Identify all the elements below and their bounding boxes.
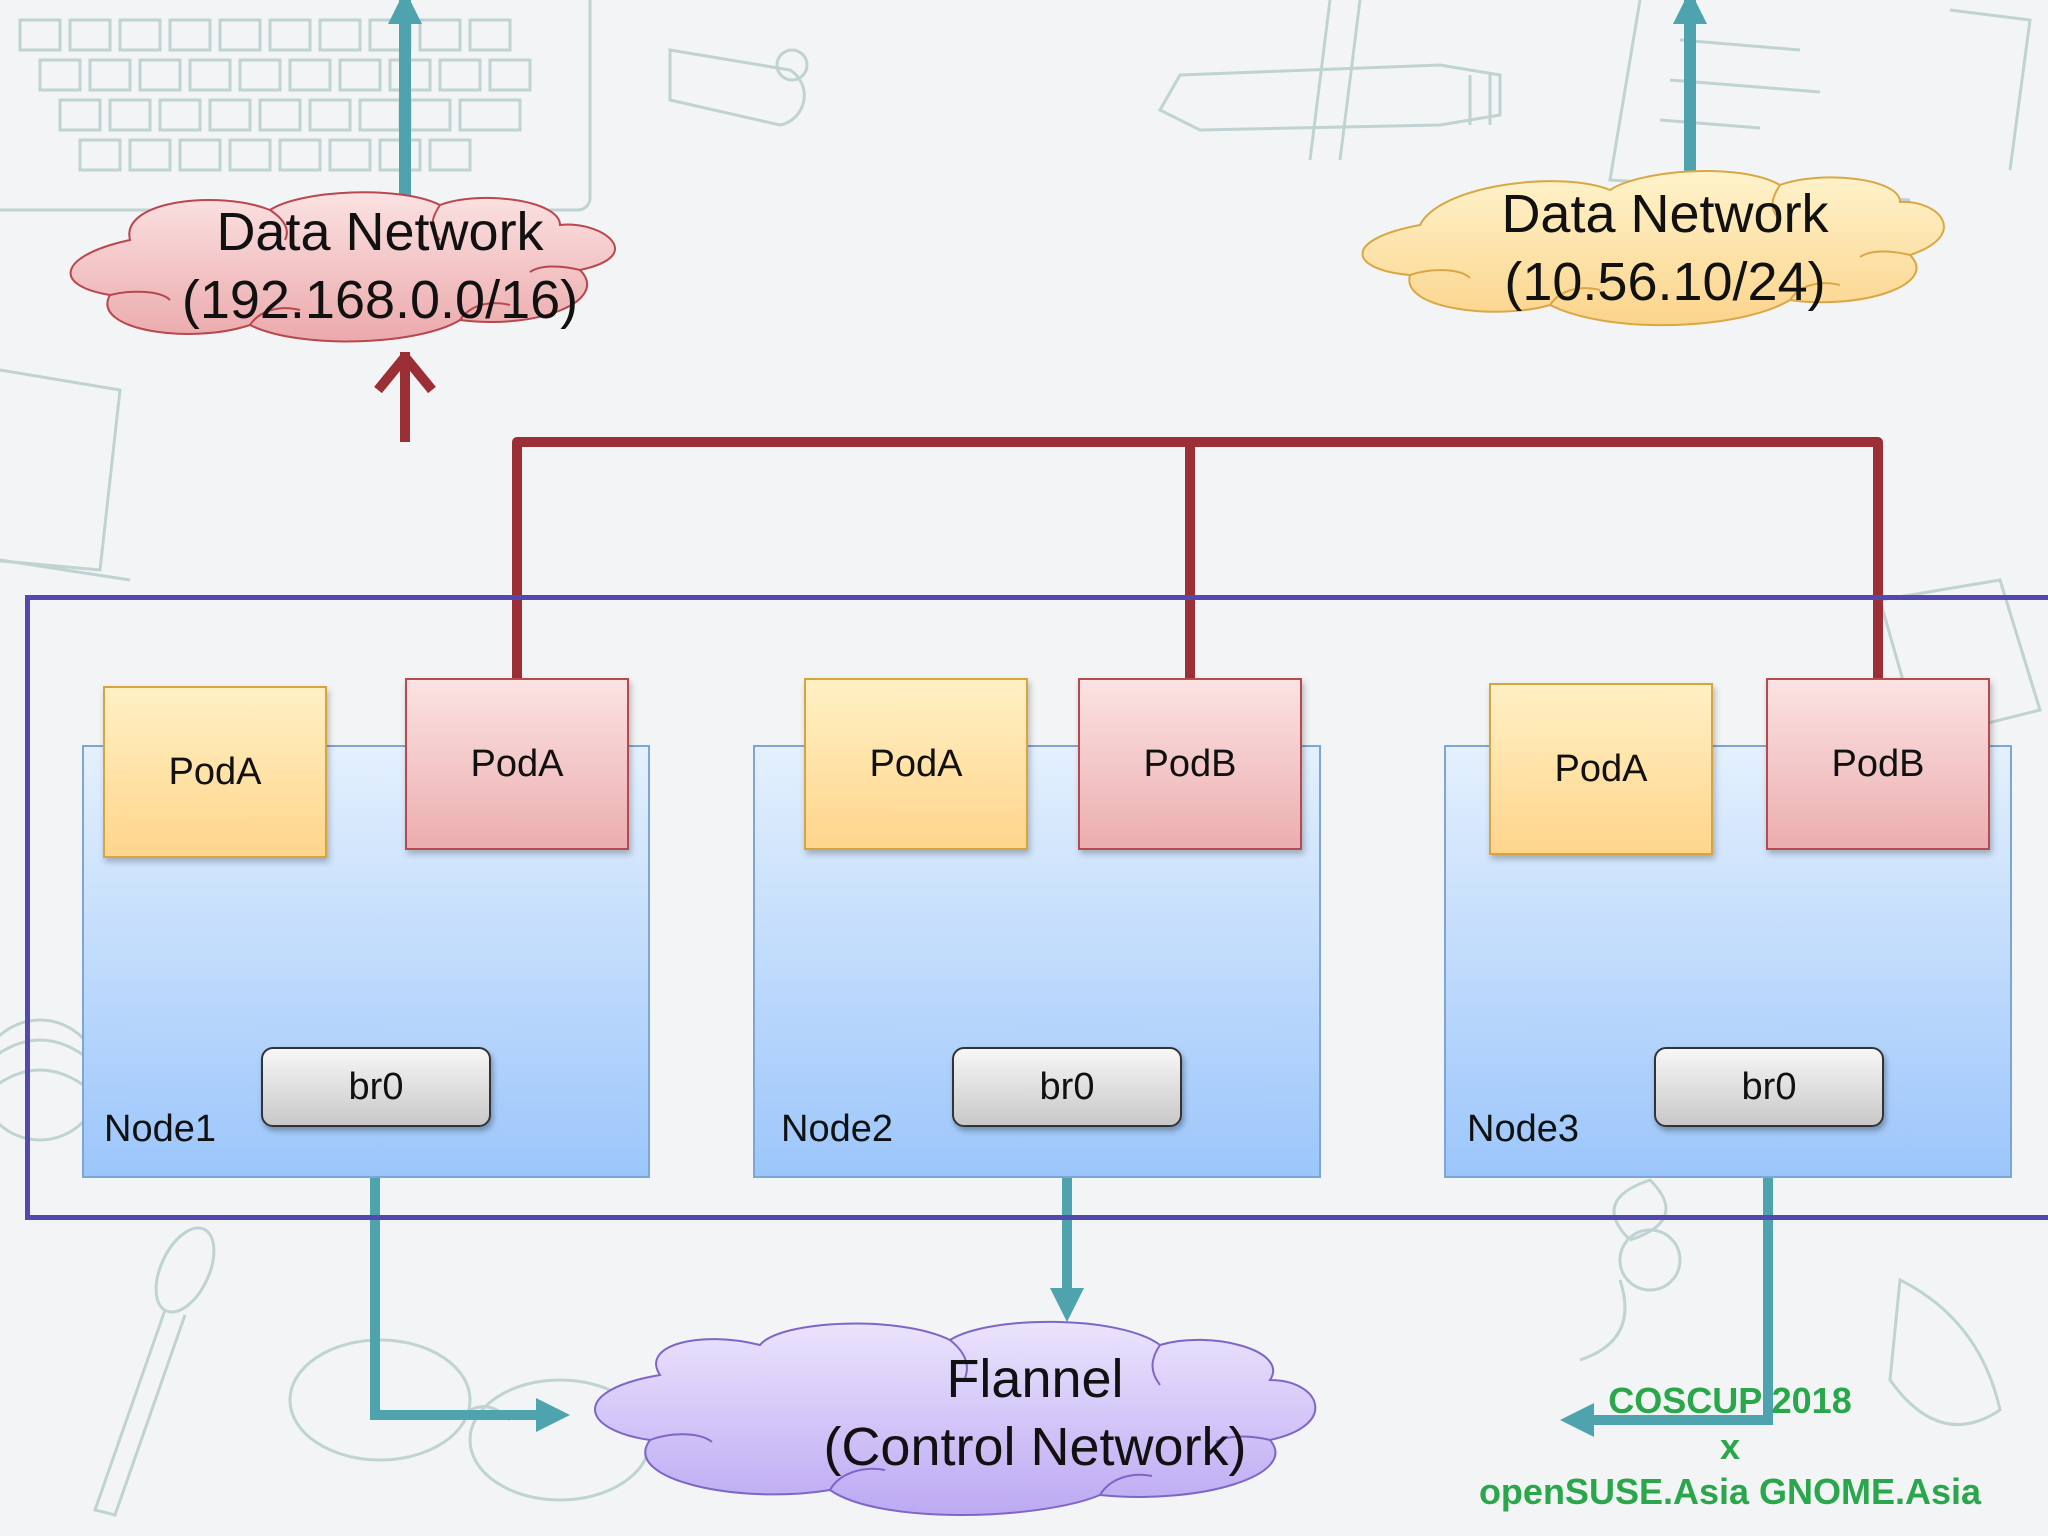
data-network-2-text: Data Network (10.56.10/24)	[1420, 180, 1910, 316]
node-1-pod-2[interactable]: PodA	[405, 678, 629, 850]
data-network-1-title: Data Network	[216, 202, 544, 262]
cluster-frame	[25, 595, 2048, 1220]
node-1-bridge[interactable]: br0	[261, 1047, 491, 1127]
node-1-pod-1[interactable]: PodA	[103, 686, 327, 858]
node-2-label: Node2	[781, 1108, 893, 1150]
spoon-doodle	[93, 1226, 216, 1517]
node-2-bridge[interactable]: br0	[952, 1047, 1182, 1127]
node-2-pod-2[interactable]: PodB	[1078, 678, 1302, 850]
branding-line-1: COSCUP 2018	[1608, 1380, 1852, 1421]
event-branding: COSCUP 2018 x openSUSE.Asia GNOME.Asia	[1455, 1378, 2005, 1515]
marker-doodle	[1157, 63, 1502, 132]
tablet-doodle	[0, 368, 131, 582]
flannel-subtitle: (Control Network)	[823, 1417, 1247, 1478]
data-network-2-subnet: (10.56.10/24)	[1504, 252, 1826, 313]
branding-line-2: x	[1719, 1425, 1741, 1467]
node-1-label: Node1	[104, 1108, 216, 1150]
data-network-2-title: Data Network	[1501, 184, 1829, 244]
data-network-cloud-2	[1361, 170, 1945, 327]
data-network-links	[374, 352, 1883, 678]
data-network-1-subnet: (192.168.0.0/16)	[181, 270, 579, 331]
data-network-cloud-1	[69, 191, 616, 343]
data-network-1-text: Data Network (192.168.0.0/16)	[135, 198, 625, 334]
node-3-pod-1[interactable]: PodA	[1489, 683, 1713, 855]
node-2-pod-1[interactable]: PodA	[804, 678, 1028, 850]
node-3-pod-2[interactable]: PodB	[1766, 678, 1990, 850]
notebook-doodle	[1308, 0, 2032, 202]
node-3-label: Node3	[1467, 1108, 1579, 1150]
branding-line-3: openSUSE.Asia GNOME.Asia	[1478, 1471, 1982, 1513]
usb-stick-doodle	[668, 48, 809, 127]
flannel-text: Flannel (Control Network)	[760, 1345, 1310, 1481]
flannel-cloud	[594, 1320, 1317, 1516]
flannel-title: Flannel	[946, 1349, 1124, 1409]
node-3-bridge[interactable]: br0	[1654, 1047, 1884, 1127]
